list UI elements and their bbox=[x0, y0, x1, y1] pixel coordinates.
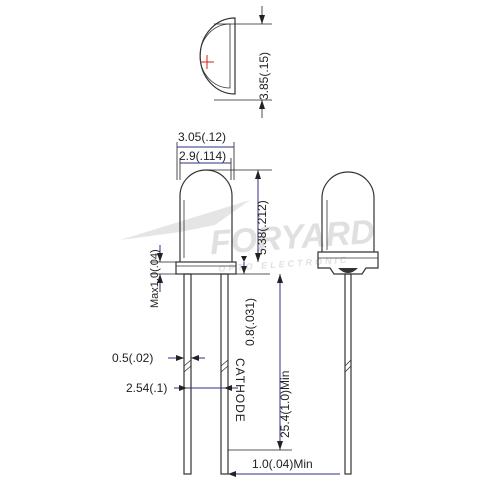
led-flange bbox=[175, 261, 237, 275]
lead-cathode bbox=[220, 273, 229, 475]
dim-lead-bottom: 1.0(.04)Min bbox=[252, 457, 313, 471]
watermark-swoosh-icon bbox=[120, 200, 250, 240]
dim-flange-max: Max1.0(.04) bbox=[149, 249, 161, 308]
side-flange bbox=[317, 251, 379, 275]
dim-lead-gap: 0.8(.031) bbox=[243, 298, 257, 346]
cathode-label: CATHODE bbox=[233, 358, 247, 423]
dim-pitch: 2.54(.1) bbox=[126, 381, 167, 395]
top-view-inner bbox=[199, 23, 231, 89]
front-view: 3.05(.12) 2.9(.114) 5.38(.212) Max1.0(.0… bbox=[112, 130, 340, 477]
watermark-brand: FORYARD bbox=[209, 213, 376, 262]
dim-lead-length: 25.4(1.0)Min bbox=[278, 371, 292, 438]
side-lead-base bbox=[338, 268, 358, 273]
dim-dome-height: 5.38(.212) bbox=[255, 200, 269, 255]
dim-top-height: 3.85(.15) bbox=[257, 52, 271, 100]
dim-lead-width: 0.5(.02) bbox=[112, 351, 153, 365]
dim-outer-width: 3.05(.12) bbox=[178, 130, 226, 144]
side-lead bbox=[344, 273, 352, 475]
dim-inner-width: 2.9(.114) bbox=[179, 149, 226, 163]
top-view: 3.85(.15) bbox=[199, 6, 272, 118]
side-view bbox=[317, 171, 379, 475]
side-body bbox=[321, 171, 375, 252]
lead-anode bbox=[183, 273, 192, 475]
